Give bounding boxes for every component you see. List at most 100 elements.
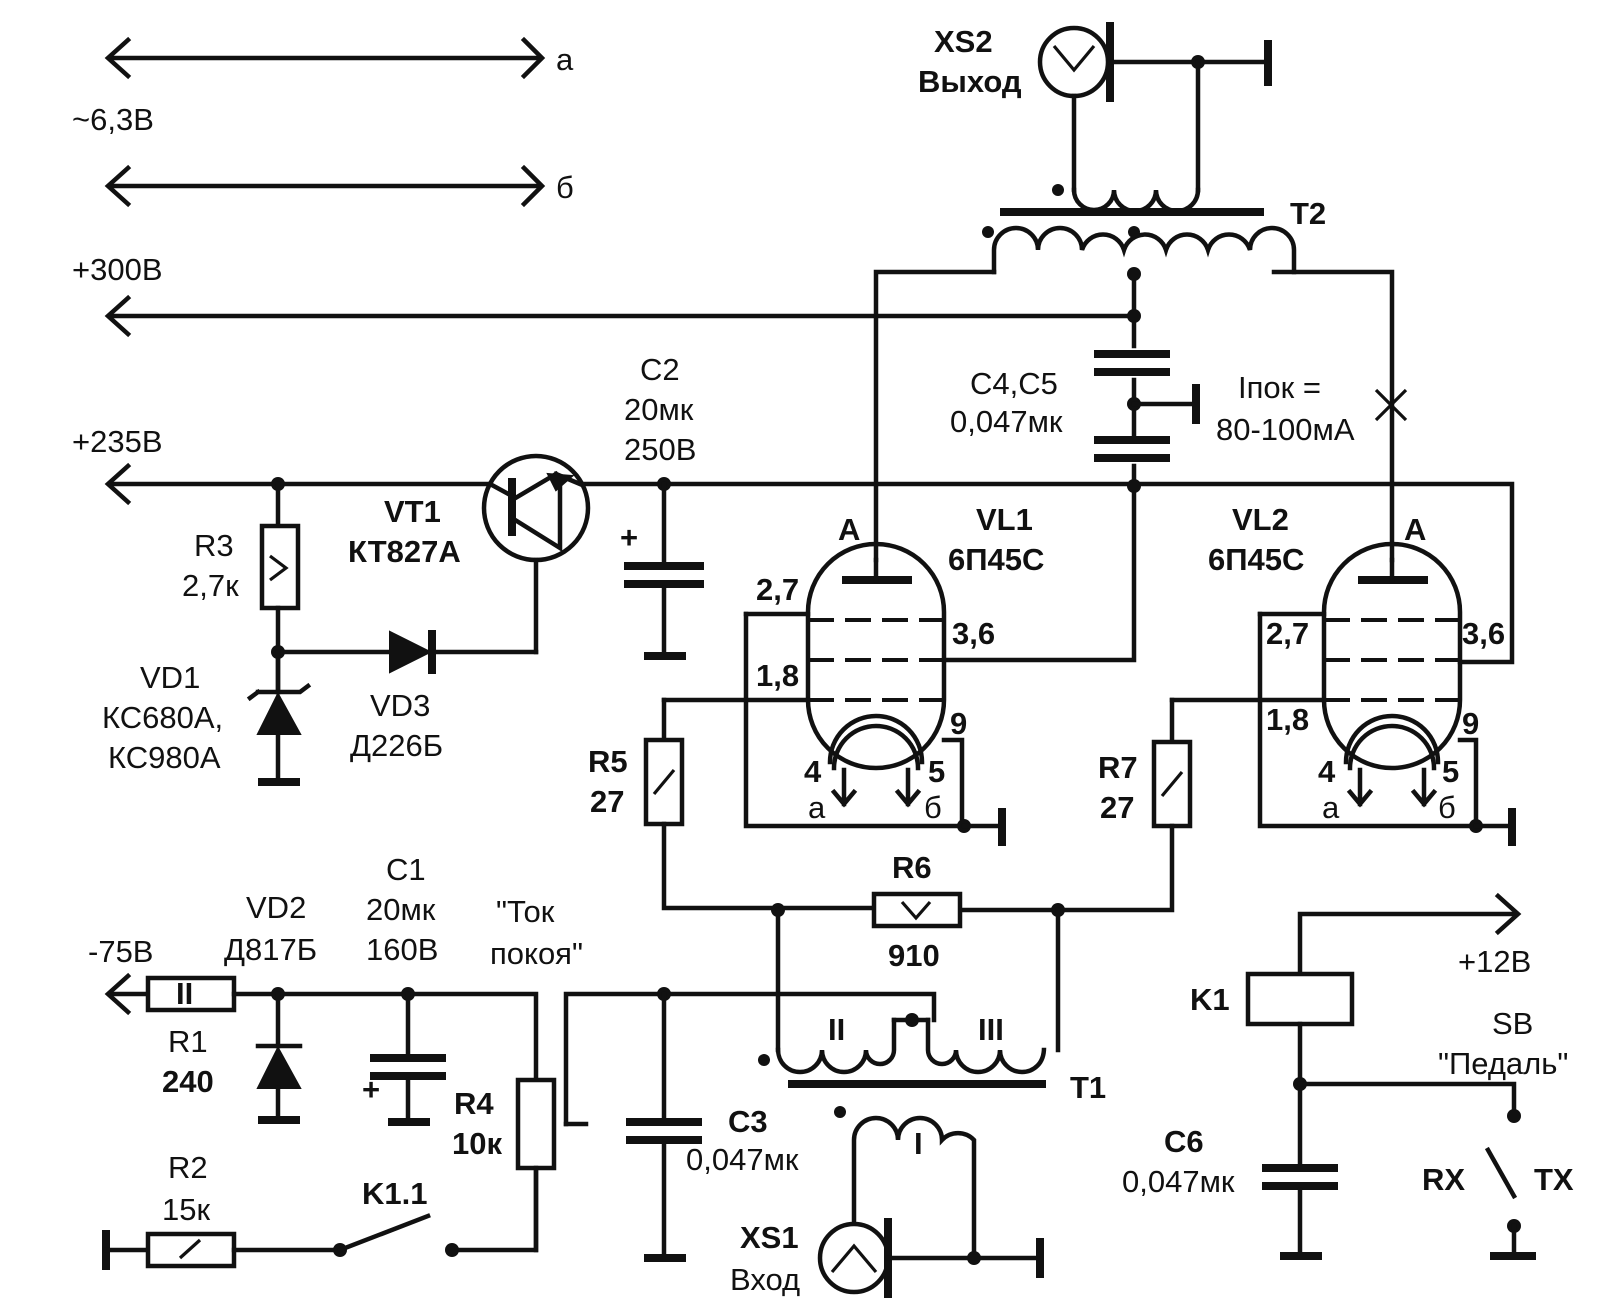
t1-winding2-label: II (828, 1012, 845, 1047)
vl2-tube: А VL2 6П45С 2,7 3,6 1,8 9 4 5 а б (1169, 502, 1516, 846)
minus75v-input: -75В (88, 934, 153, 1016)
heater-rail-a: а (104, 36, 574, 80)
r7-ref: R7 (1098, 750, 1138, 785)
vl2-pin27: 2,7 (1266, 616, 1309, 651)
xs1-input-jack: XS1 Вход (730, 1218, 1044, 1298)
vt1-ref: VT1 (384, 494, 441, 529)
vl1-pin4: 4 (804, 754, 822, 789)
vl1-tube: А VL1 6П45С 2,7 3,6 1,8 9 4 5 а б (661, 502, 1044, 846)
r6-ref: R6 (892, 850, 932, 885)
plus12v-rail: +12В (1297, 892, 1531, 979)
vl1-anode-label: А (838, 512, 860, 547)
r3-value: 2,7к (182, 568, 239, 603)
vl1-pin27: 2,7 (756, 572, 799, 607)
current-measure-cross (1374, 388, 1408, 422)
vd1-type1: КС680А, (102, 700, 223, 735)
r2-ref: R2 (168, 1150, 208, 1185)
c2-volt: 250В (624, 432, 696, 467)
c6-value: 0,047мк (1122, 1164, 1235, 1199)
r2-value: 15к (162, 1192, 210, 1227)
c2-plus: + (620, 520, 638, 555)
vl2-type: 6П45С (1208, 542, 1304, 577)
xs1-ref: XS1 (740, 1220, 799, 1255)
r4-name-line2: покоя" (490, 936, 583, 971)
vl1-ref: VL1 (976, 502, 1033, 537)
vl2-heater-a: а (1322, 790, 1340, 825)
vt1-type: КТ827А (348, 534, 461, 569)
sb-name: "Педаль" (1438, 1046, 1568, 1081)
t1-winding3-label: III (978, 1012, 1004, 1047)
c4c5-value: 0,047мк (950, 404, 1063, 439)
r7-resistor: R7 27 (957, 697, 1193, 913)
c3-value: 0,047мк (686, 1142, 799, 1177)
sb-ref: SB (1492, 1006, 1533, 1041)
sb-pedal-switch[interactable]: SB "Педаль" RX TX (1422, 1006, 1574, 1260)
r7-value: 27 (1100, 790, 1134, 825)
r3-resistor: R3 2,7к (182, 477, 301, 695)
sb-rx-label: RX (1422, 1162, 1465, 1197)
vd3-diode: VD3 Д226Б (271, 630, 539, 763)
vl1-pin5: 5 (928, 754, 945, 789)
vd3-ref: VD3 (370, 688, 430, 723)
vd2-zener: VD2 Д817Б (224, 890, 317, 1124)
vl1-anode-wire (873, 269, 997, 563)
vd1-type2: КС980А (108, 740, 221, 775)
heater-rail-b: б (104, 164, 574, 208)
vl2-anode-wire (1271, 269, 1395, 563)
c2-ref: C2 (640, 352, 680, 387)
c1-volt: 160В (366, 932, 438, 967)
k1-ref: K1 (1190, 982, 1230, 1017)
minus75v-label: -75В (88, 934, 153, 969)
r4-name-line1: "Ток (496, 894, 555, 929)
vl2-pin4: 4 (1318, 754, 1336, 789)
c6-capacitor: C6 0,047мк (1122, 1124, 1338, 1260)
r6-value: 910 (888, 938, 940, 973)
vd1-ref: VD1 (140, 660, 200, 695)
vd2-type: Д817Б (224, 932, 317, 967)
vl2-pin9: 9 (1462, 706, 1479, 741)
vd2-ref: VD2 (246, 890, 306, 925)
vl1-heater-a: а (808, 790, 826, 825)
t1-ref: T1 (1070, 1070, 1106, 1105)
c2-cap: 20мк (624, 392, 694, 427)
r4-ref: R4 (454, 1086, 494, 1121)
vd3-type: Д226Б (350, 728, 443, 763)
r2-resistor: R2 15к (102, 1150, 339, 1270)
xs1-name: Вход (730, 1262, 800, 1297)
r1-ref: R1 (168, 1024, 208, 1059)
vl2-pin18: 1,8 (1266, 702, 1309, 737)
ipok-label: Iпок = (1238, 370, 1321, 405)
vl1-pin9: 9 (950, 706, 967, 741)
plus235v-rail (104, 462, 1515, 665)
r1-resistor: II R1 240 (145, 975, 539, 1253)
r1-mark: II (176, 976, 193, 1011)
heater-a-label: а (556, 42, 574, 77)
c2-capacitor: + C2 20мк 250В (620, 352, 704, 660)
vt1-transistor: VT1 КТ827А (348, 453, 591, 655)
c6-ref: C6 (1164, 1124, 1204, 1159)
t1-input-transformer: T1 I II III (758, 907, 1106, 1293)
c3-ref: C3 (728, 1104, 768, 1139)
vl2-pin36: 3,6 (1462, 616, 1505, 651)
r3-ref: R3 (194, 528, 234, 563)
xs2-ref: XS2 (934, 24, 993, 59)
plus300v-label: +300В (72, 252, 163, 287)
heater-b-label: б (556, 170, 574, 205)
r5-ref: R5 (588, 744, 628, 779)
vl1-pin18: 1,8 (756, 658, 799, 693)
r4-potentiometer: "Ток покоя" R4 10к (447, 894, 937, 1253)
sb-tx-label: TX (1534, 1162, 1574, 1197)
t2-ref: T2 (1290, 196, 1326, 231)
c1-cap: 20мк (366, 892, 436, 927)
vl1-heater-b: б (924, 790, 942, 825)
r1-value: 240 (162, 1064, 214, 1099)
vd1-zener: VD1 КС680А, КС980А (102, 649, 312, 786)
vl2-anode-label: А (1404, 512, 1426, 547)
heater-voltage-label: ~6,3В (72, 102, 154, 137)
c1-plus: + (362, 1072, 380, 1107)
c3-capacitor: C3 0,047мк (626, 987, 799, 1262)
r6-resistor: R6 910 (771, 850, 1065, 973)
vl1-type: 6П45С (948, 542, 1044, 577)
plus235v-label: +235В (72, 424, 163, 459)
